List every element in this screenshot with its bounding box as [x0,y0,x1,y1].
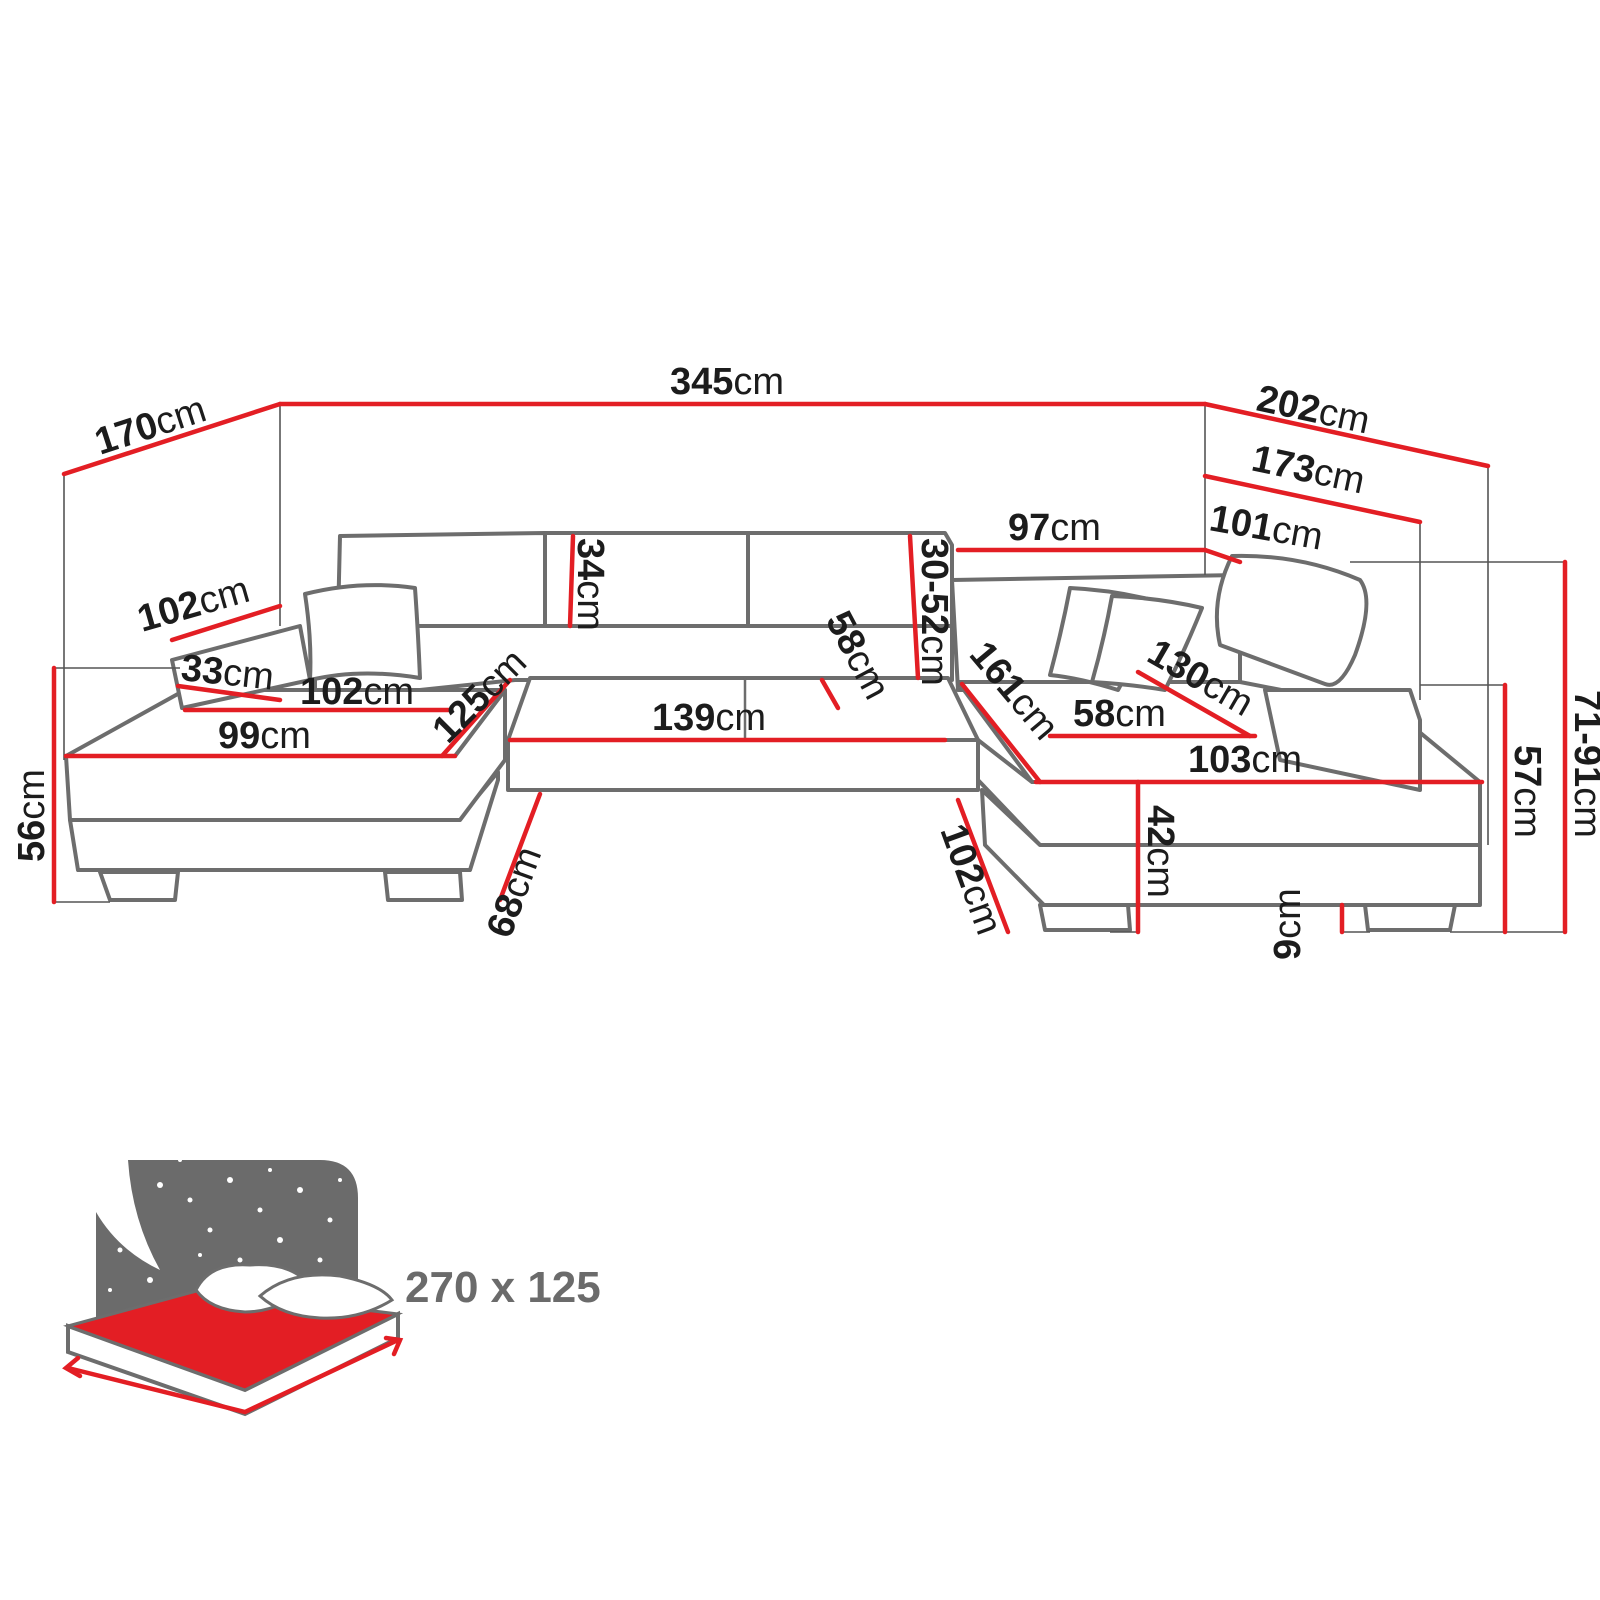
dim-line-102-armrest [169,603,283,643]
label-139: 139cm [652,697,766,739]
right-armrest [1263,688,1422,792]
label-99: 99cm [218,715,311,757]
label-56: 56cm [11,769,53,862]
left-pillow [303,583,422,682]
dim-line-170 [61,401,283,477]
dim-line-34 [567,533,576,629]
label-102-armrest: 102cm [133,569,254,641]
label-42: 42cm [1139,805,1181,898]
leg-2 [383,870,464,902]
label-97: 97cm [1008,507,1101,549]
label-34: 34cm [569,538,611,631]
leg-3 [1038,903,1132,932]
label-173: 173cm [1248,438,1368,503]
label-9: 9cm [1267,888,1309,960]
label-68: 68cm [479,841,550,943]
dim-line-68 [497,791,543,903]
label-30-52: 30-52cm [913,538,955,686]
leg-1 [98,870,180,902]
sleeping-bed-icon [62,1158,404,1417]
guide-lines [54,404,1565,933]
back-lower [313,624,954,692]
dim-line-161 [959,681,1043,785]
stars [108,1158,342,1292]
dim-line-58 [819,677,841,711]
middle-seat-front [506,738,980,792]
dimension-labels: 345cm 170cm 202cm 173cm 101cm 102cm 33cm… [11,361,1600,960]
label-103: 103cm [1188,739,1302,781]
label-58-right: 58cm [1073,693,1166,735]
label-345: 345cm [670,361,784,403]
dim-line-101 [1202,547,1243,565]
bed-pillow-2 [257,1273,395,1320]
label-57: 57cm [1506,745,1548,838]
sofa-drawing [64,531,1482,932]
label-71-91: 71-91cm [1566,690,1600,838]
dim-line-202 [1202,401,1491,469]
label-33: 33cm [179,647,276,698]
dim-line-125 [439,677,513,759]
label-170: 170cm [90,388,211,463]
dimension-lines [51,401,1568,935]
dim-line-33 [175,683,283,703]
right-headrest [1214,553,1369,687]
bed-size-label: 270 x 125 [405,1263,601,1312]
dim-line-173 [1202,473,1423,525]
dim-line-130 [1135,669,1253,739]
bed-length-arrow [65,1337,401,1415]
label-202: 202cm [1253,378,1373,443]
dim-line-102-front [955,797,1011,935]
leg-4 [1363,903,1457,932]
right-chaise-base [980,788,1482,907]
label-102-inner: 102cm [300,671,414,713]
label-101: 101cm [1206,498,1326,559]
dim-line-30-52 [907,533,921,681]
